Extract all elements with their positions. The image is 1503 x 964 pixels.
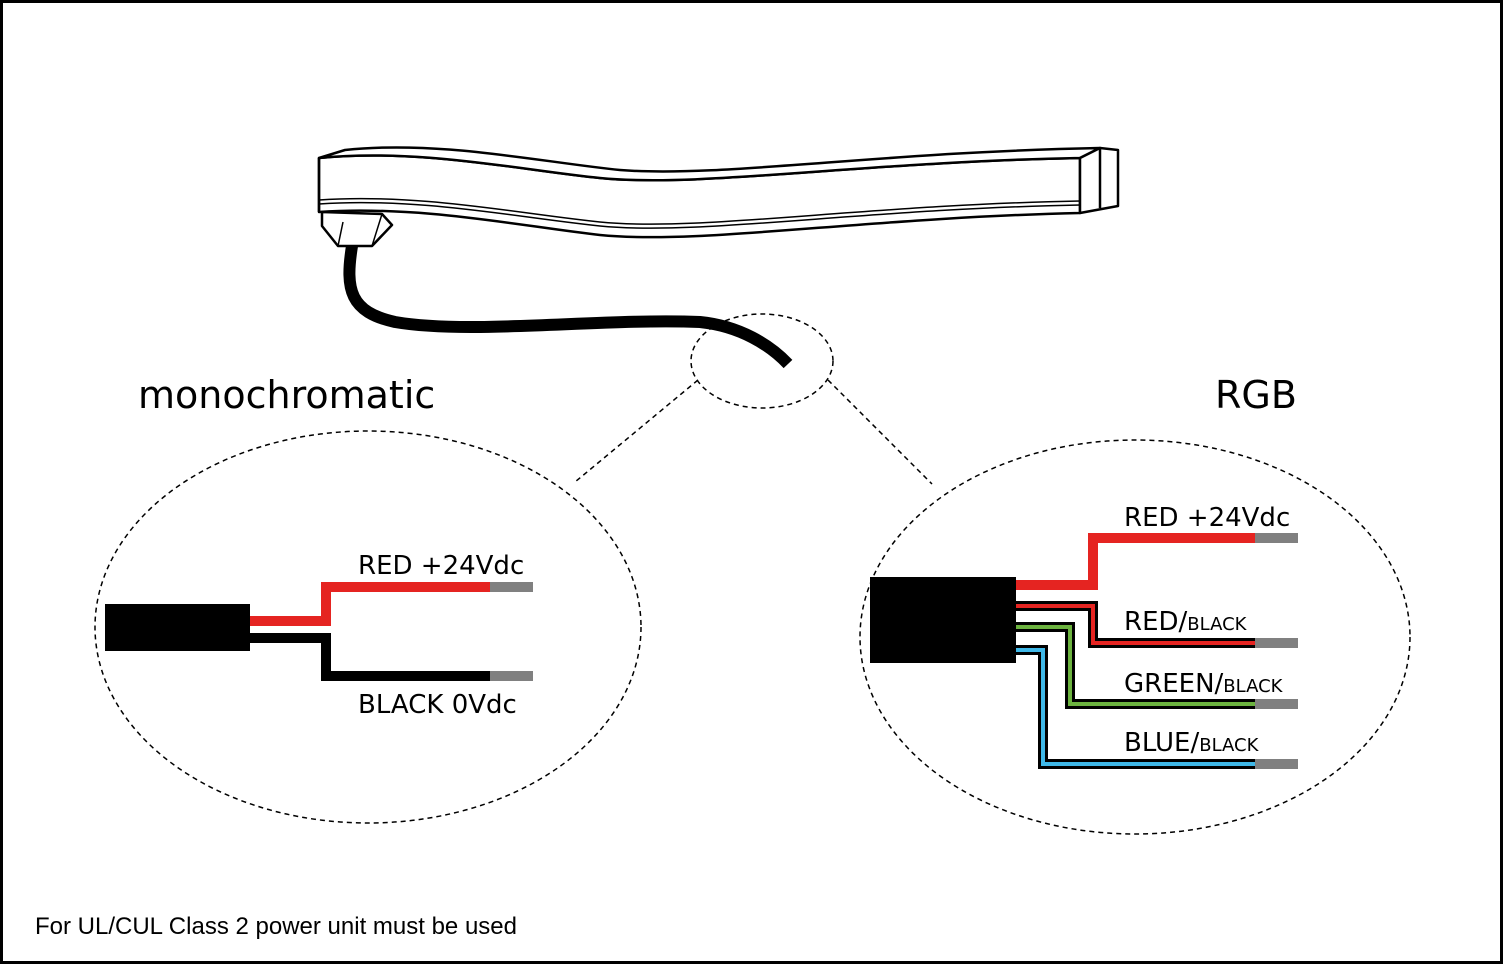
led-strip-cable: [343, 245, 793, 369]
rgb-blue-black-label: BLUE/BLACK: [1124, 728, 1260, 758]
rgb-wire-red-black: [1014, 604, 1255, 645]
mono-wire-red-tip: [490, 582, 533, 592]
detail-callout: [94, 313, 1411, 835]
rgb-title: RGB: [1215, 373, 1297, 417]
mono-wiring: RED +24Vdc BLACK 0Vdc: [105, 551, 533, 720]
mono-wire-black: [250, 633, 490, 681]
rgb-red-label: RED +24Vdc: [1124, 503, 1290, 533]
rgb-wire-blue-black-tip: [1255, 759, 1298, 769]
mono-black-label: BLACK 0Vdc: [358, 690, 517, 720]
rgb-wire-blue-black: [1014, 648, 1255, 766]
monochromatic-title: monochromatic: [138, 373, 435, 417]
rgb-connector: [870, 577, 1016, 663]
led-strip-illustration: [317, 146, 1120, 248]
rgb-green-black-label: GREEN/BLACK: [1124, 669, 1284, 699]
mono-connector: [105, 604, 250, 651]
rgb-wiring: RED +24Vdc RED/BLACK GREEN/BLACK BLUE/BL…: [870, 503, 1298, 769]
rgb-wire-green-black-tip: [1255, 699, 1298, 709]
mono-wire-black-tip: [490, 671, 533, 681]
rgb-wire-red-black-tip: [1255, 638, 1298, 648]
footer-note: For UL/CUL Class 2 power unit must be us…: [35, 913, 517, 940]
rgb-wire-red-tip: [1255, 533, 1298, 543]
rgb-red-black-label: RED/BLACK: [1124, 607, 1248, 637]
mono-red-label: RED +24Vdc: [358, 551, 524, 581]
rgb-wire-red: [1014, 533, 1255, 590]
rgb-wire-green-black: [1014, 625, 1255, 706]
mono-wire-red: [250, 582, 490, 626]
